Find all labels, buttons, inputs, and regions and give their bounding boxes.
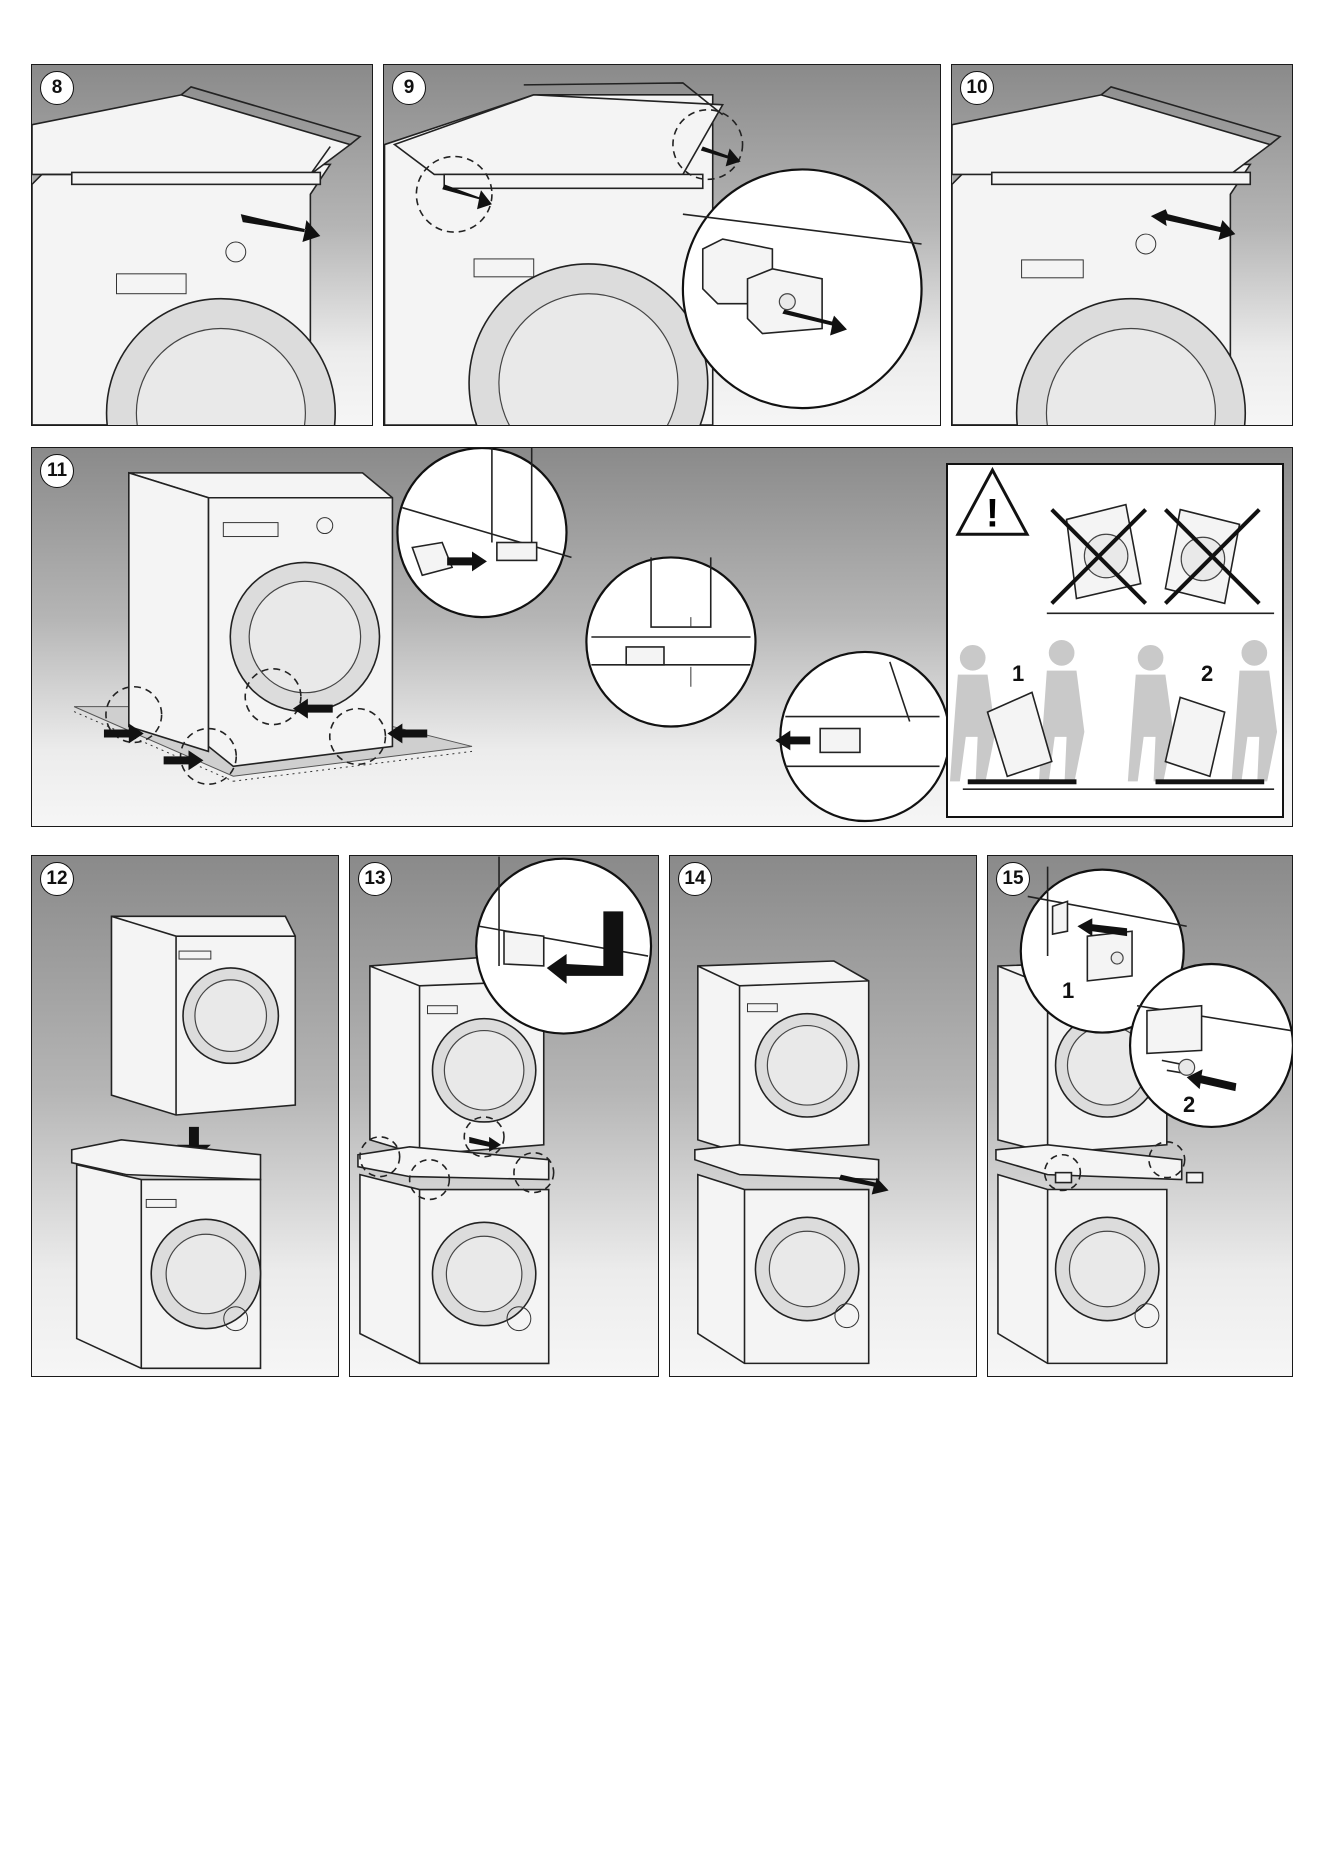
svg-text:!: ! <box>986 491 999 535</box>
foot-clip <box>504 931 544 966</box>
step-13-illustration <box>350 856 658 1376</box>
step-8-illustration <box>32 65 372 425</box>
lift-label-2: 2 <box>1201 661 1213 687</box>
step-13-panel: 13 <box>349 855 659 1377</box>
step-10-panel: 10 <box>951 64 1293 426</box>
bracket-clip <box>1187 1173 1203 1183</box>
callout-label-2: 2 <box>1183 1092 1195 1118</box>
step-8-panel: 8 <box>31 64 373 426</box>
step-14-panel: 14 <box>669 855 977 1377</box>
stacking-frame <box>996 1145 1182 1180</box>
zoom-detail-circle <box>397 448 566 617</box>
adjustable-foot <box>497 543 537 561</box>
step-number-badge: 10 <box>960 71 994 105</box>
step-number-badge: 15 <box>996 862 1030 896</box>
step-11-panel: 11 <box>31 447 1293 827</box>
stacking-frame-rail <box>992 172 1250 184</box>
zoom-detail-circle <box>586 557 755 726</box>
step-12-panel: 12 <box>31 855 339 1377</box>
callout-label-1: 1 <box>1062 978 1074 1004</box>
adjustable-foot <box>626 647 664 665</box>
step-9-illustration <box>384 65 940 425</box>
step-15-panel: 15 1 2 <box>987 855 1293 1377</box>
lift-label-1: 1 <box>1012 661 1024 687</box>
stacking-frame-rail <box>444 174 703 188</box>
stacking-frame <box>695 1145 879 1180</box>
stacking-frame-rail <box>72 172 321 184</box>
step-10-illustration <box>952 65 1292 425</box>
adjustable-foot <box>820 729 860 753</box>
step-number-badge: 13 <box>358 862 392 896</box>
zoom-detail-circle <box>476 859 651 1034</box>
zoom-detail-circle <box>780 652 949 821</box>
step-number-badge: 12 <box>40 862 74 896</box>
safety-warning-box: ! 1 2 <box>946 463 1284 818</box>
locking-bracket <box>1147 1006 1202 1054</box>
step-number-badge: 9 <box>392 71 426 105</box>
step-14-illustration <box>670 856 976 1376</box>
screw-icon <box>1179 1059 1195 1075</box>
step-number-badge: 8 <box>40 71 74 105</box>
step-number-badge: 14 <box>678 862 712 896</box>
step-12-illustration <box>32 856 338 1376</box>
step-9-panel: 9 <box>383 64 941 426</box>
locking-bracket <box>1087 931 1132 981</box>
step-15-illustration <box>988 856 1292 1376</box>
bracket-clip <box>1056 1173 1072 1183</box>
step-number-badge: 11 <box>40 454 74 488</box>
warning-illustration: ! <box>948 465 1282 816</box>
